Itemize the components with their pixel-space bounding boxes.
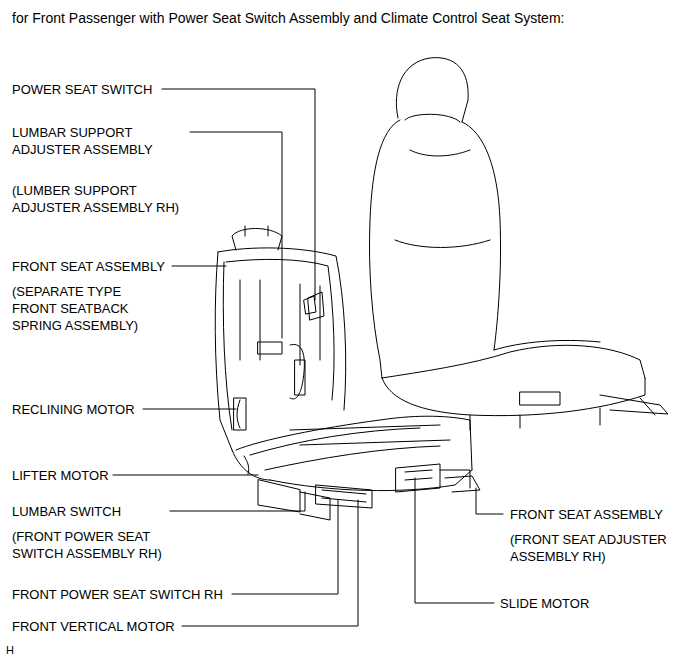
part-label: LUMBAR SWITCH [12, 503, 162, 520]
part-label: FRONT SEAT ASSEMBLY [510, 506, 685, 523]
part-label: FRONT SEAT ASSEMBLY [12, 258, 182, 275]
part-label: (FRONT POWER SEAT SWITCH ASSEMBLY RH) [12, 528, 182, 562]
part-label: RECLINING MOTOR [12, 401, 152, 418]
part-label: (LUMBER SUPPORT ADJUSTER ASSEMBLY RH) [12, 182, 197, 216]
part-label: SLIDE MOTOR [500, 595, 620, 612]
part-label: FRONT POWER SEAT SWITCH RH [12, 586, 232, 603]
part-label: (SEPARATE TYPE FRONT SEATBACK SPRING ASS… [12, 283, 147, 334]
part-label: LIFTER MOTOR [12, 467, 122, 484]
part-label: H [6, 642, 36, 659]
part-label: (FRONT SEAT ADJUSTER ASSEMBLY RH) [510, 531, 685, 565]
part-label: POWER SEAT SWITCH [12, 81, 212, 98]
part-label: FRONT VERTICAL MOTOR [12, 618, 192, 635]
diagram-title: for Front Passenger with Power Seat Swit… [12, 9, 564, 27]
part-label: LUMBAR SUPPORT ADJUSTER ASSEMBLY [12, 124, 182, 158]
